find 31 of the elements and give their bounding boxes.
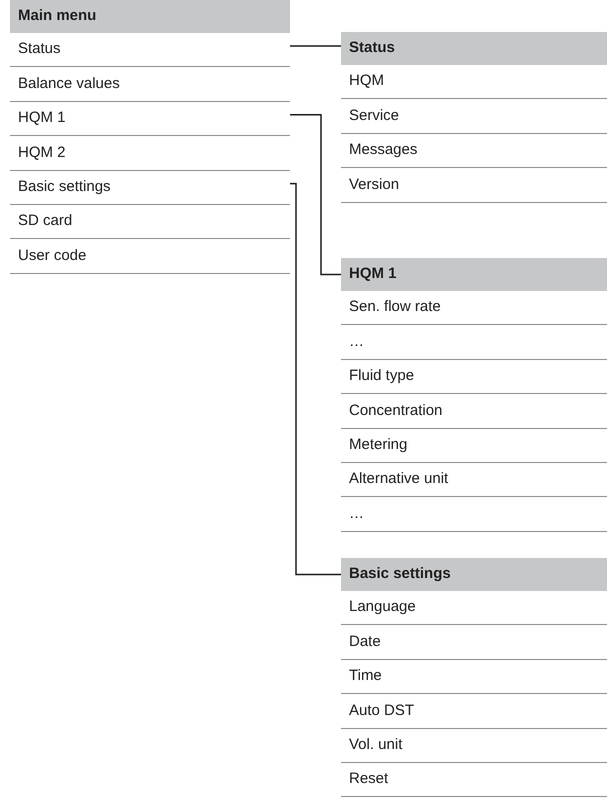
menu-item: … (341, 325, 607, 360)
menu-item: Version (341, 168, 607, 203)
connector-line (290, 182, 341, 576)
menu-item: Vol. unit (341, 728, 607, 763)
menu-item: Messages (341, 134, 607, 168)
menu-item: … (341, 497, 607, 532)
menu-item: SD card (10, 205, 290, 240)
menu-header: Status (341, 32, 607, 65)
menu-header: HQM 1 (341, 258, 607, 291)
menu-item: HQM (341, 65, 607, 100)
menu-item: Concentration (341, 394, 607, 429)
menu-item: Service (341, 99, 607, 134)
menu-item: HQM 1 (10, 102, 290, 136)
connector-line (290, 45, 341, 47)
menu-item: Auto DST (341, 694, 607, 729)
connector-line (290, 114, 341, 276)
menu-header: Basic settings (341, 558, 607, 591)
menu-item: Language (341, 591, 607, 626)
menu-item: User code (10, 239, 290, 274)
menu-header: Main menu (10, 0, 290, 33)
menu-item: Time (341, 660, 607, 694)
menu-item: Metering (341, 428, 607, 463)
menu-item: Date (341, 625, 607, 660)
menu-item: Reset (341, 763, 607, 798)
menu-item: HQM 2 (10, 136, 290, 171)
menu-item: Balance values (10, 67, 290, 102)
menu-item: Status (10, 33, 290, 68)
menu-item: Alternative unit (341, 463, 607, 498)
menu-item: Basic settings (10, 170, 290, 205)
menu-item: Sen. flow rate (341, 291, 607, 326)
menu-item: Fluid type (341, 360, 607, 394)
